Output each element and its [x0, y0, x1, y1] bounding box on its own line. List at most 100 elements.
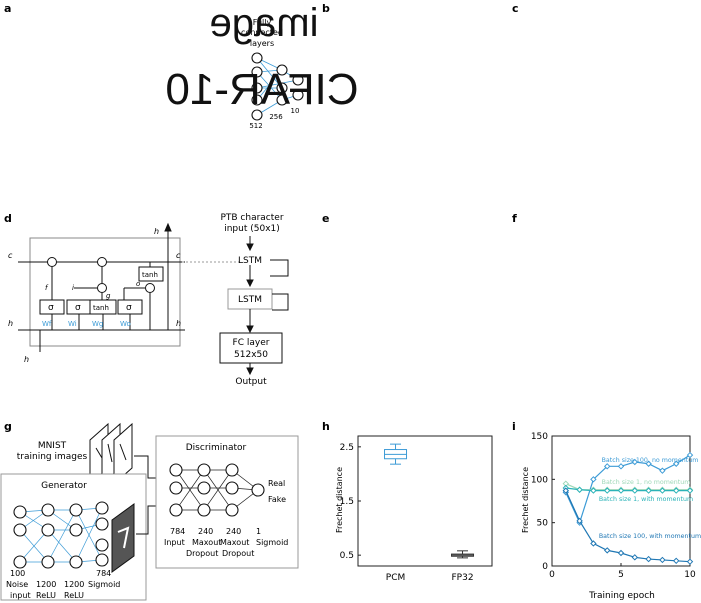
fc-node — [251, 66, 263, 78]
chart-i-xlabel: Training epoch — [588, 591, 655, 601]
fc-node — [292, 89, 304, 101]
gen-sub-0: input — [10, 591, 31, 600]
sigma-label-o: σ — [126, 303, 132, 313]
weight-i: Wi — [68, 320, 77, 328]
series-label: Batch size 100, no momentum — [602, 457, 699, 464]
mnist-stack — [89, 422, 133, 486]
discriminator-title: Discriminator — [186, 443, 247, 453]
series-line — [565, 454, 691, 525]
series-marker — [672, 557, 680, 565]
generator-title: Generator — [41, 481, 87, 491]
discriminator-box — [155, 435, 299, 569]
gate-f: f — [45, 284, 49, 292]
panel-label-f: f — [512, 212, 517, 225]
disc-name-1: Maxout — [192, 538, 221, 547]
output-label: Output — [235, 377, 267, 387]
series-marker — [603, 487, 611, 494]
gen-node — [95, 553, 109, 567]
series-marker — [645, 555, 652, 563]
panel-label-h: h — [322, 420, 330, 433]
mnist-label-1: MNIST — [38, 441, 67, 451]
lstm-cell-box — [29, 237, 181, 347]
chart-i-ytick-label: 150 — [531, 432, 548, 442]
disc-sub-2: Dropout — [222, 549, 254, 558]
weight-f: Wf — [42, 320, 52, 328]
series-marker — [686, 451, 694, 459]
series-marker — [617, 463, 625, 470]
disc-node — [169, 481, 183, 495]
node-label-512: 512 — [249, 122, 262, 130]
c-in-label: c — [8, 251, 13, 260]
series-marker — [562, 487, 570, 494]
series-marker — [686, 487, 694, 494]
disc-node — [251, 483, 265, 497]
gen-node — [95, 517, 109, 531]
fc-label-1: Fully — [253, 18, 272, 27]
gen-node — [95, 538, 109, 552]
sigma-label-i: σ — [75, 303, 81, 313]
c-out-label: c — [176, 251, 181, 260]
gen-node — [41, 503, 55, 517]
cifar-text: CIFAR-10 — [165, 65, 358, 114]
series-marker — [617, 487, 625, 494]
chart-h-category-label: PCM — [386, 573, 405, 583]
series-marker — [590, 540, 597, 547]
gate-i: i — [72, 284, 74, 292]
gen-node — [13, 523, 27, 537]
series-marker — [672, 460, 680, 467]
series-marker — [631, 458, 639, 466]
disc-n-2: 240 — [226, 527, 241, 536]
fc-node — [276, 82, 288, 94]
disc-name-3: Sigmoid — [256, 538, 288, 547]
fc-node — [276, 64, 288, 76]
node-label-10: 10 — [291, 107, 300, 115]
panel-label-g: g — [4, 420, 12, 433]
fc-label-2: 512x50 — [234, 350, 268, 360]
disc-node — [225, 481, 239, 495]
series-marker — [617, 549, 625, 557]
gen-node — [69, 555, 83, 569]
series-label: Batch size 100, with momentum — [599, 533, 701, 540]
generated-image — [111, 503, 135, 573]
series-marker — [631, 487, 639, 494]
panel-d-labels: σ σ tanh σ tanh Wf Wi Wg Wo f i g o h c … — [8, 227, 181, 364]
chart-i: Frechet distance Training epoch 05010015… — [521, 432, 701, 601]
series-marker — [631, 554, 639, 561]
series-marker — [659, 556, 666, 564]
h-out-label: h — [176, 319, 181, 328]
series-marker — [645, 460, 652, 467]
chart-i-ytick-label: 0 — [542, 562, 548, 572]
series-marker — [603, 463, 611, 470]
panel-a: Fully connected layers image CIFAR-10 51… — [165, 1, 358, 130]
add-node — [97, 257, 107, 267]
fc-label-3: layers — [250, 39, 274, 48]
h2-label: h — [154, 227, 159, 236]
mult-node — [145, 283, 155, 293]
panel-label-i: i — [512, 420, 516, 433]
gate-g: g — [106, 292, 111, 300]
fc-node — [251, 109, 263, 121]
discriminator-layer-labels: 784 Input 240 Maxout Dropout 240 Maxout … — [164, 527, 288, 558]
panel-g: MNIST training images Generator — [0, 422, 299, 601]
series-marker — [672, 487, 680, 494]
mult-node — [97, 283, 107, 293]
sigma-label-f: σ — [48, 303, 54, 313]
series-label: Batch size 1, no momentum — [602, 479, 691, 486]
series-marker — [645, 487, 652, 494]
panel-label-c: c — [512, 2, 519, 15]
fc-node — [251, 94, 263, 106]
panel-label-b: b — [322, 2, 330, 15]
series-marker — [659, 467, 666, 474]
disc-name-0: Input — [164, 538, 185, 547]
panel-label-e: e — [322, 212, 329, 225]
gen-n-1: 1200 — [36, 580, 56, 589]
gen-node — [13, 555, 27, 569]
gate-o: o — [136, 280, 140, 288]
gen-node — [69, 503, 83, 517]
fc-node — [276, 94, 288, 106]
lstm2-label: LSTM — [238, 295, 262, 305]
chart-h-ylabel: Frechet distance — [335, 467, 344, 533]
ptb-title-1: PTB character — [220, 213, 283, 223]
disc-node — [197, 463, 211, 477]
